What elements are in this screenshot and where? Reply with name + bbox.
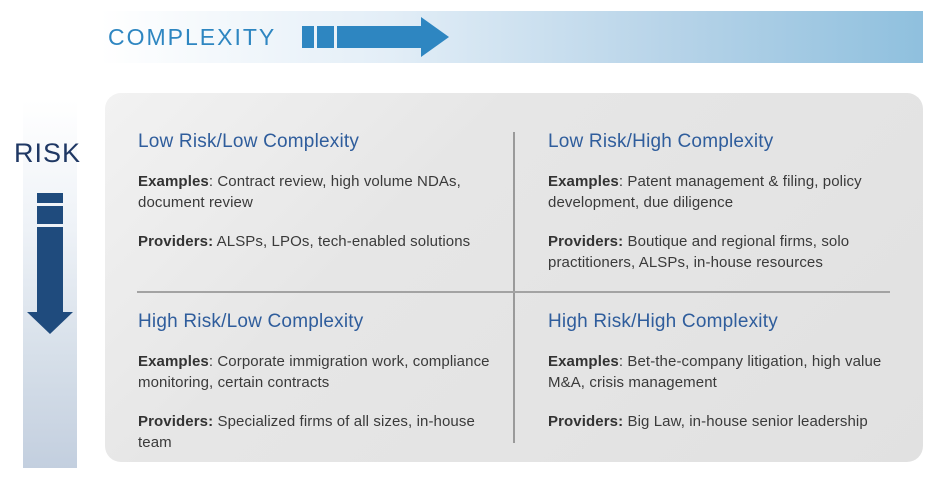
quadrant-low-risk-low-complexity: Low Risk/Low Complexity Examples: Contra… [138, 131, 490, 272]
examples-text: Examples: Bet-the-company litigation, hi… [548, 352, 916, 393]
examples-text: Examples: Patent management & filing, po… [548, 172, 916, 213]
examples-text: Examples: Contract review, high volume N… [138, 172, 490, 213]
examples-label: Examples [548, 173, 619, 190]
risk-axis-label: RISK [14, 138, 82, 168]
vertical-divider [513, 132, 515, 443]
providers-text: Providers: Specialized firms of all size… [138, 412, 500, 453]
providers-label: Providers: [138, 413, 214, 431]
complexity-axis-bar: COMPLEXITY [100, 11, 923, 63]
down-arrow-shaft [37, 227, 63, 312]
providers-value: Big Law, in-house senior leadership [623, 413, 868, 431]
down-arrow-icon [27, 193, 73, 334]
providers-text: Providers: ALSPs, LPOs, tech-enabled sol… [138, 232, 490, 253]
quadrant-matrix-panel: Low Risk/Low Complexity Examples: Contra… [105, 93, 923, 462]
down-arrow-head [27, 312, 73, 334]
providers-text: Providers: Boutique and regional firms, … [548, 232, 916, 273]
right-arrow-segment-1 [302, 26, 315, 48]
right-arrow-head [421, 17, 450, 57]
quadrant-low-risk-high-complexity: Low Risk/High Complexity Examples: Paten… [548, 131, 916, 293]
quadrant-high-risk-low-complexity: High Risk/Low Complexity Examples: Corpo… [138, 311, 500, 473]
right-arrow-segment-2 [317, 26, 335, 48]
examples-value: : Patent management & filing, policy dev… [548, 173, 862, 211]
providers-value: Boutique and regional firms, solo practi… [548, 233, 850, 272]
examples-label: Examples [138, 173, 209, 190]
examples-text: Examples: Corporate immigration work, co… [138, 352, 500, 393]
down-arrow-segment-2 [37, 206, 63, 224]
quadrant-title: Low Risk/High Complexity [548, 131, 774, 152]
right-arrow-shaft [337, 26, 422, 48]
examples-label: Examples [548, 353, 619, 370]
examples-value: : Corporate immigration work, compliance… [138, 353, 490, 391]
quadrant-title: High Risk/Low Complexity [138, 311, 364, 332]
quadrant-title: Low Risk/Low Complexity [138, 131, 360, 152]
examples-value: : Contract review, high volume NDAs, doc… [138, 173, 461, 211]
examples-value: : Bet-the-company litigation, high value… [548, 353, 882, 391]
quadrant-title: High Risk/High Complexity [548, 311, 778, 332]
providers-label: Providers: [548, 233, 624, 251]
providers-value: Specialized firms of all sizes, in-house… [138, 413, 475, 452]
complexity-axis-label: COMPLEXITY [108, 23, 277, 50]
quadrant-high-risk-high-complexity: High Risk/High Complexity Examples: Bet-… [548, 311, 916, 452]
horizontal-divider [137, 291, 890, 293]
down-arrow-segment-1 [37, 193, 63, 203]
providers-label: Providers: [138, 233, 214, 251]
right-arrow-icon [302, 17, 450, 57]
providers-value: ALSPs, LPOs, tech-enabled solutions [213, 233, 471, 251]
providers-text: Providers: Big Law, in-house senior lead… [548, 412, 916, 433]
providers-label: Providers: [548, 413, 624, 431]
examples-label: Examples [138, 353, 209, 370]
